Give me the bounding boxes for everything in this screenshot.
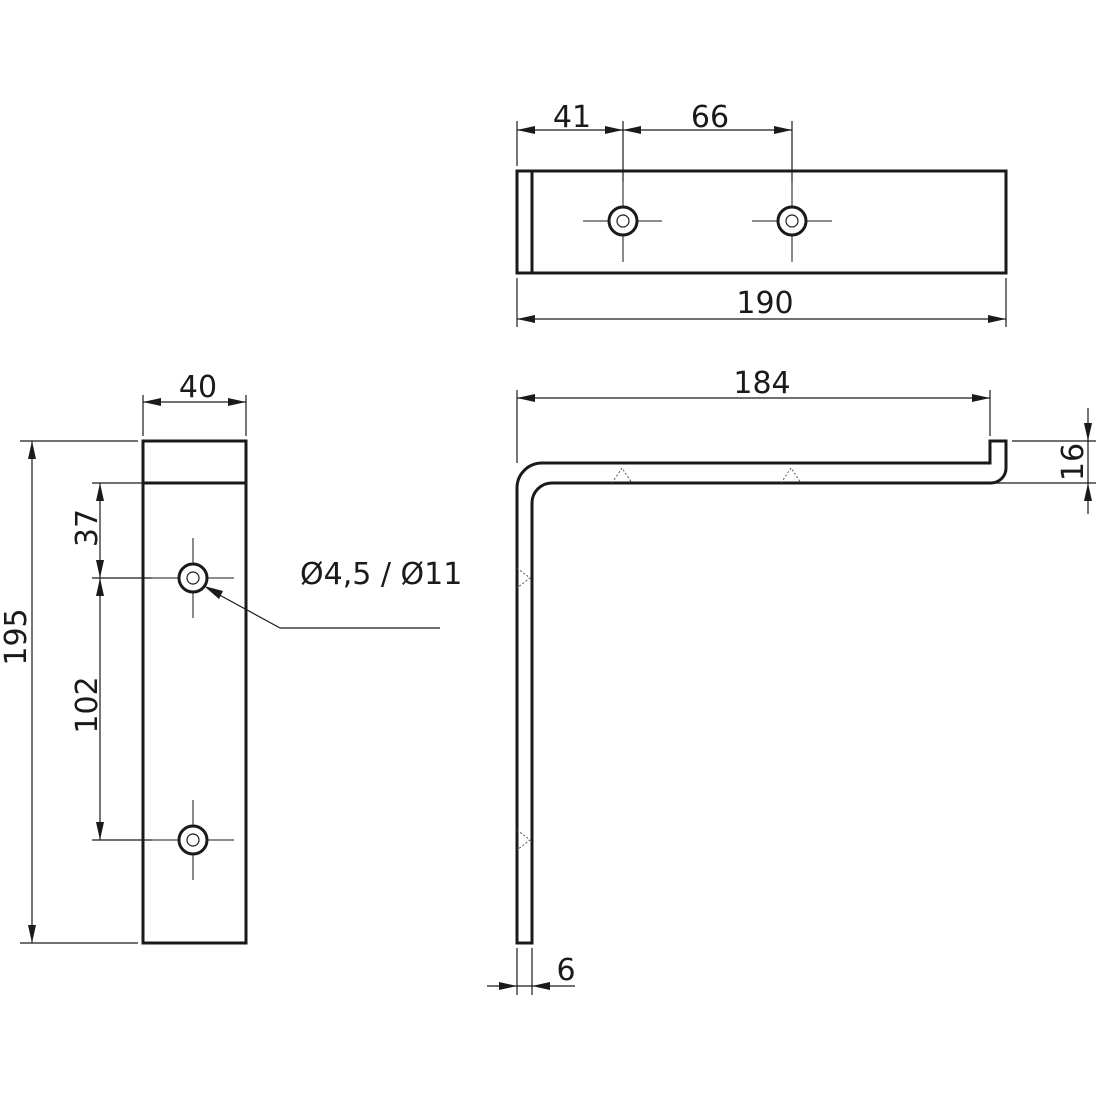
dim-label-184: 184 [733,366,790,401]
hole-callout: Ø4,5 / Ø11 [204,557,462,629]
dim-label-190: 190 [736,286,793,321]
dim-lip-height-side: 16 [996,408,1096,514]
dim-hole-offsets-front: 37 102 [70,482,152,841]
dim-label-40: 40 [179,370,217,405]
dim-label-66: 66 [691,100,729,135]
dim-thickness-side: 6 [487,948,576,995]
front-view-hole-1 [152,538,234,618]
dim-hole-offset-top: 41 66 [516,100,793,182]
dim-label-41: 41 [553,100,591,135]
dim-height-front: 195 [0,440,138,944]
side-view: 184 16 6 [487,366,1096,995]
dim-length-side: 184 [516,366,991,463]
side-view-weld-marks [516,467,802,851]
dim-label-16: 16 [1056,443,1091,481]
dim-label-195: 195 [0,608,34,665]
hole-diameter-label: Ø4,5 / Ø11 [300,557,462,592]
top-view-hole-1 [583,182,662,262]
side-view-profile [515,439,1008,945]
dim-label-102: 102 [70,676,105,733]
top-view: 41 66 190 [515,100,1008,327]
dim-overall-length-top: 190 [516,278,1007,327]
front-view-body [141,439,248,945]
top-view-body [515,169,1008,275]
dim-label-6: 6 [556,953,575,988]
top-view-hole-2 [752,182,832,262]
front-view-hole-2 [152,800,234,880]
dim-label-37: 37 [70,509,105,547]
front-view: 40 195 37 102 Ø4 [0,370,462,945]
dim-width-front: 40 [142,370,247,436]
